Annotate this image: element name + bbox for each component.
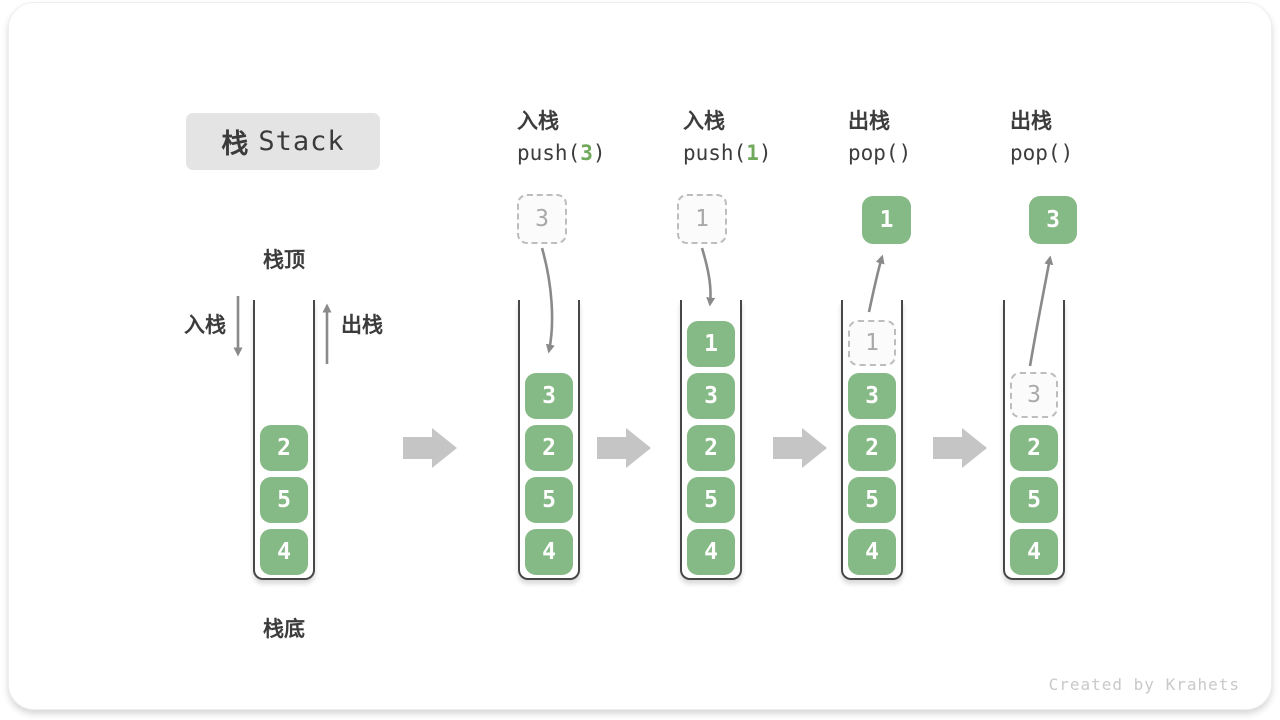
op-code: pop() [1010,141,1074,165]
op-code: push(3) [517,141,606,165]
stack-cell: 5 [260,477,308,523]
op-arg: 3 [580,141,593,165]
title-zh: 栈 [221,129,249,160]
op-code: pop() [848,141,912,165]
stack-cell: 1 [687,321,735,367]
incoming-value-box: 3 [517,194,567,244]
stack-bottom-label: 栈底 [263,617,305,641]
removed-slot-box: 3 [1010,372,1058,418]
popped-value-box: 3 [1029,196,1077,244]
op-arg: 1 [746,141,759,165]
watermark: Created by Krahets [1048,675,1240,694]
stack-cell: 2 [848,425,896,471]
stack-cell: 4 [848,529,896,575]
stack-cell: 5 [687,477,735,523]
op-code: push(1) [683,141,772,165]
op-header-pop-2: 出栈 pop() [1010,106,1160,170]
op-name: 入栈 [683,109,725,133]
pop-direction-label: 出栈 [341,313,383,337]
stack-cell: 2 [525,425,573,471]
removed-slot-box: 1 [848,320,896,366]
op-name: 出栈 [1010,109,1052,133]
push-direction-label: 入栈 [184,313,226,337]
stack-cell: 4 [260,529,308,575]
op-header-push-3: 入栈 push(3) [517,106,667,170]
op-name: 入栈 [517,109,559,133]
stack-cell: 5 [525,477,573,523]
stack-cell: 5 [848,477,896,523]
stack-cell: 4 [1010,529,1058,575]
stack-top-label: 栈顶 [263,248,305,272]
stack-cell: 2 [1010,425,1058,471]
stack-cell: 4 [687,529,735,575]
incoming-value-box: 1 [677,194,727,244]
page-title: 栈 Stack [186,113,380,170]
op-header-push-1: 入栈 push(1) [683,106,833,170]
stack-cell: 3 [525,373,573,419]
stack-cell: 3 [687,373,735,419]
stack-cell: 5 [1010,477,1058,523]
title-en: Stack [258,126,345,157]
stack-cell: 4 [525,529,573,575]
popped-value-box: 1 [862,196,911,244]
stack-cell: 2 [260,425,308,471]
op-header-pop-1: 出栈 pop() [848,106,998,170]
stack-cell: 2 [687,425,735,471]
op-name: 出栈 [848,109,890,133]
stack-cell: 3 [848,373,896,419]
